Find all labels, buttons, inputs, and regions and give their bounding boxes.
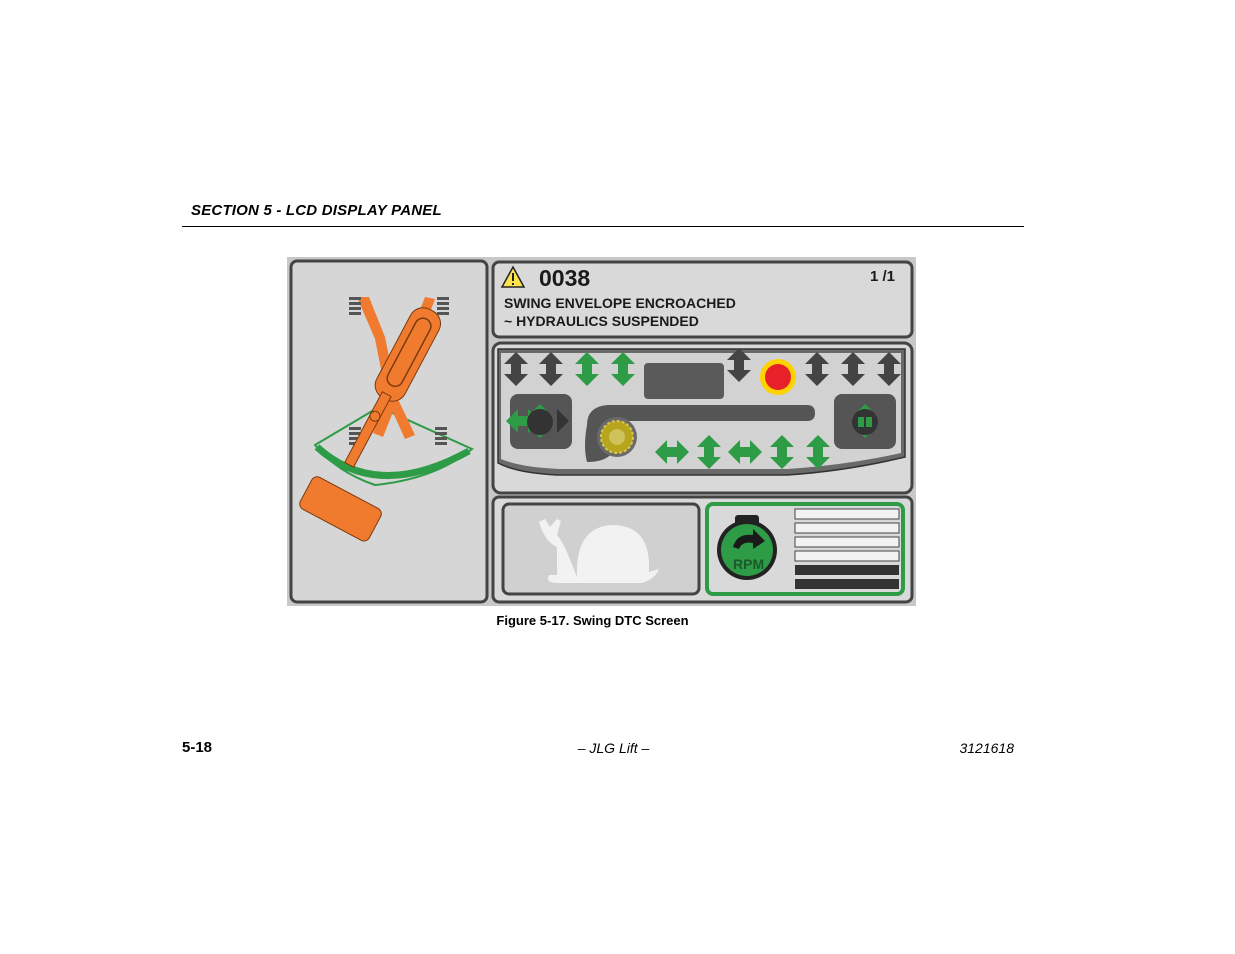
bottom-status-panel: RPM	[491, 495, 914, 604]
machine-swing-icon	[299, 297, 474, 542]
engine-rpm-icon: RPM	[717, 515, 777, 580]
machine-panel	[289, 259, 489, 604]
control-status-panel	[491, 341, 914, 495]
display-slot	[644, 363, 724, 399]
figure-caption: Figure 5-17. Swing DTC Screen	[496, 613, 689, 628]
dtc-message-panel: 0038 1 /1 SWING ENVELOPE ENCROACHED ~ HY…	[491, 260, 914, 339]
left-joystick-icon	[506, 394, 572, 449]
page-number: 5-18	[182, 739, 213, 756]
dtc-code: 0038	[539, 265, 590, 291]
snail-icon	[539, 519, 659, 583]
speed-dial-icon	[585, 405, 815, 462]
warning-icon	[500, 265, 526, 288]
section-title: SECTION 5 - LCD DISPLAY PANEL	[191, 202, 442, 219]
dtc-page-indicator: 1 /1	[870, 268, 895, 285]
dtc-message-line1: SWING ENVELOPE ENCROACHED	[504, 295, 736, 311]
footer-center-text: – JLG Lift –	[577, 740, 650, 756]
dtc-message-line2: ~ HYDRAULICS SUSPENDED	[504, 313, 699, 329]
document-number: 3121618	[959, 740, 1014, 756]
rpm-label: RPM	[733, 556, 764, 572]
rpm-level-bars	[794, 508, 900, 589]
swing-dtc-figure: 0038 1 /1 SWING ENVELOPE ENCROACHED ~ HY…	[287, 257, 916, 606]
stop-icon	[760, 359, 796, 395]
right-joystick-icon	[834, 394, 896, 449]
header-rule	[182, 226, 1024, 227]
